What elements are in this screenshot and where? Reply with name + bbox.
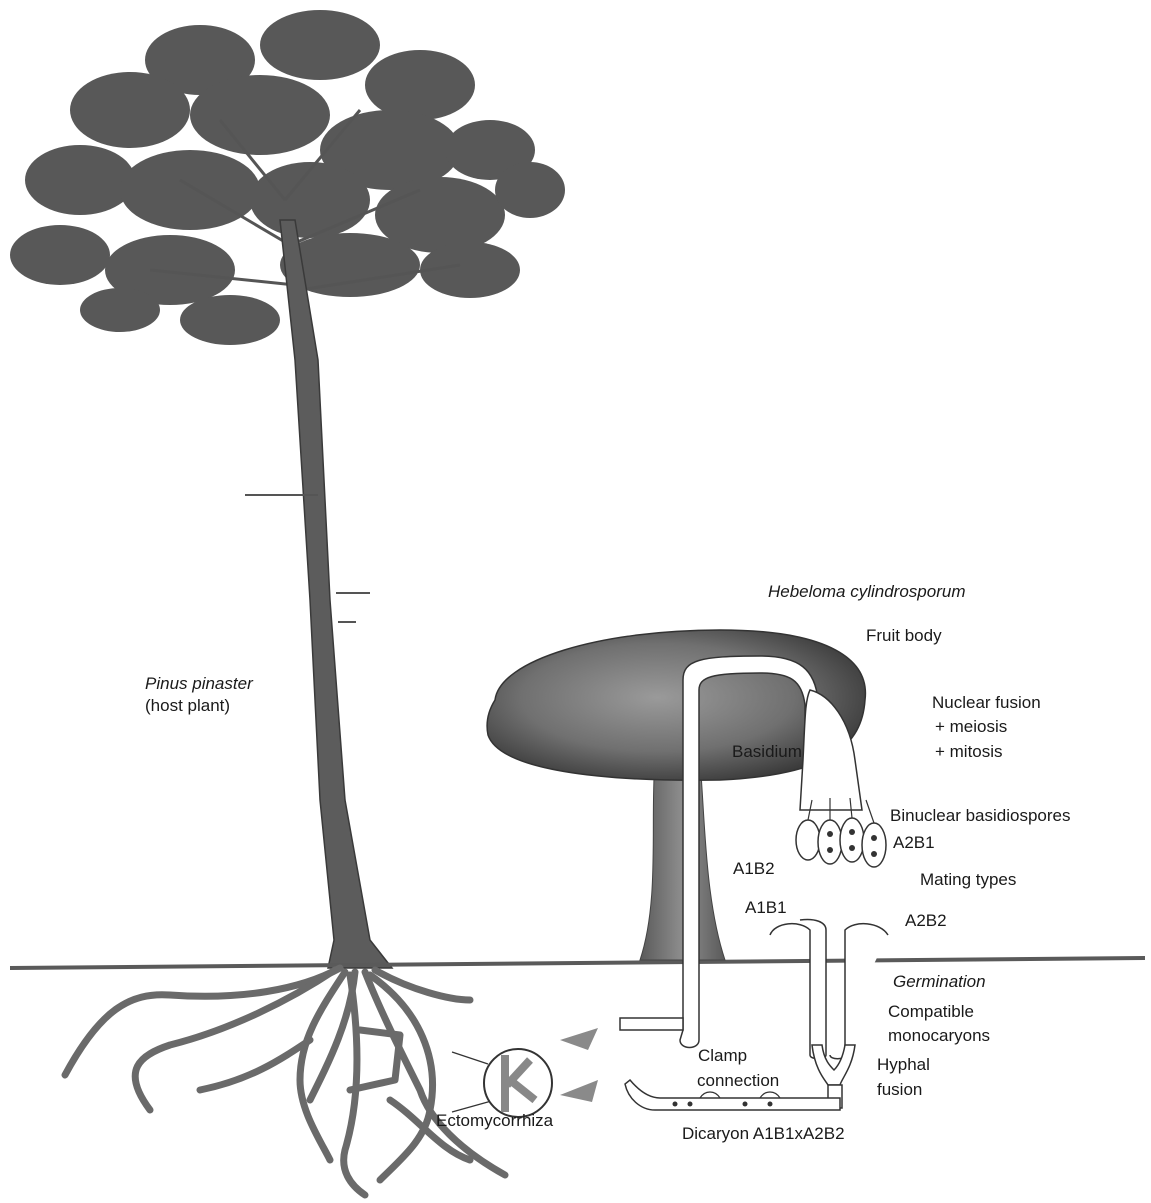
monocaryons-label: monocaryons	[888, 1026, 990, 1046]
mating-type-a2b1: A2B1	[893, 833, 935, 853]
germination-label: Germination	[893, 972, 986, 992]
arrow-lower	[560, 1080, 598, 1102]
mating-types-label: Mating types	[920, 870, 1016, 890]
tree-roots	[65, 968, 505, 1195]
pine-tree	[10, 10, 565, 968]
basidium-label: Basidium	[732, 742, 802, 762]
mating-type-a1b2: A1B2	[733, 859, 775, 879]
host-role-label: (host plant)	[145, 696, 230, 716]
compatible-label: Compatible	[888, 1002, 974, 1022]
ground-line	[10, 958, 1145, 968]
nuclear-fusion-label: Nuclear fusion	[932, 693, 1041, 713]
fusion-label: fusion	[877, 1080, 922, 1100]
mating-type-a2b2: A2B2	[905, 911, 947, 931]
mitosis-label: + mitosis	[935, 742, 1003, 762]
dicaryon-label: Dicaryon A1B1xA2B2	[682, 1124, 845, 1144]
connection-label: connection	[697, 1071, 779, 1091]
mating-type-a1b1: A1B1	[745, 898, 787, 918]
hyphal-label: Hyphal	[877, 1055, 930, 1075]
arrow-upper	[560, 1028, 598, 1050]
monocaryons	[770, 919, 888, 1108]
fruit-body-label: Fruit body	[866, 626, 942, 646]
ectomycorrhiza-inset	[452, 1049, 552, 1117]
basidiospores-label: Binuclear basidiospores	[890, 806, 1071, 826]
ectomycorrhiza-label: Ectomycorrhiza	[436, 1111, 553, 1131]
fungus-species-label: Hebeloma cylindrosporum	[768, 582, 965, 602]
meiosis-label: + meiosis	[935, 717, 1007, 737]
clamp-label: Clamp	[698, 1046, 747, 1066]
host-species-label: Pinus pinaster	[145, 674, 253, 694]
